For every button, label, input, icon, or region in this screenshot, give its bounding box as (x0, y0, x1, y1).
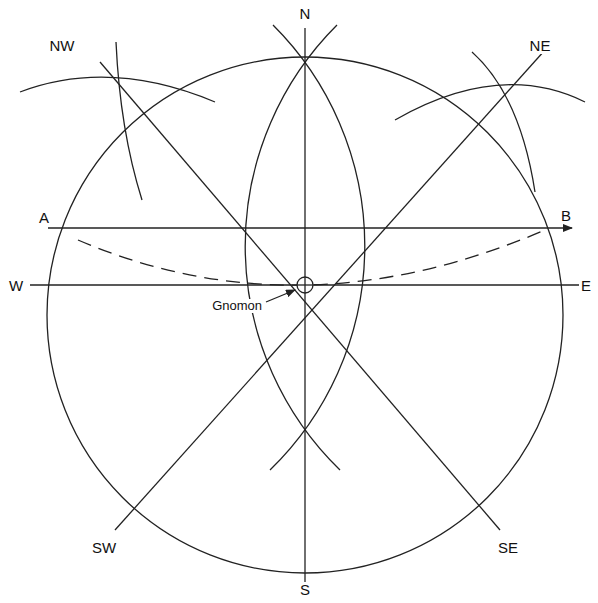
direction-label: B (559, 208, 573, 225)
gnomon-symbol (304, 277, 305, 293)
a-b-line (48, 227, 572, 228)
direction-label: E (579, 278, 593, 295)
construction-arc (395, 85, 585, 120)
leader-line (266, 290, 295, 302)
gnomon-symbol (297, 277, 313, 293)
construction-arc (270, 25, 365, 470)
direction-label: SE (496, 540, 520, 557)
construction-arc (20, 77, 215, 102)
direction-label: S (298, 582, 312, 599)
direction-label: NE (528, 38, 553, 55)
se-nw-line (100, 62, 500, 530)
sw-ne-line (115, 50, 545, 530)
direction-label: SW (90, 540, 118, 557)
direction-label: W (7, 278, 25, 295)
shadow-path (78, 230, 545, 285)
north-south-line (304, 28, 305, 582)
construction-arc (116, 42, 142, 200)
direction-label: N (298, 6, 313, 23)
direction-label: NW (48, 38, 77, 55)
construction-arc (245, 25, 340, 470)
direction-label: A (37, 210, 51, 227)
callout-label: Gnomon (210, 299, 264, 313)
construction-arc (472, 52, 535, 192)
